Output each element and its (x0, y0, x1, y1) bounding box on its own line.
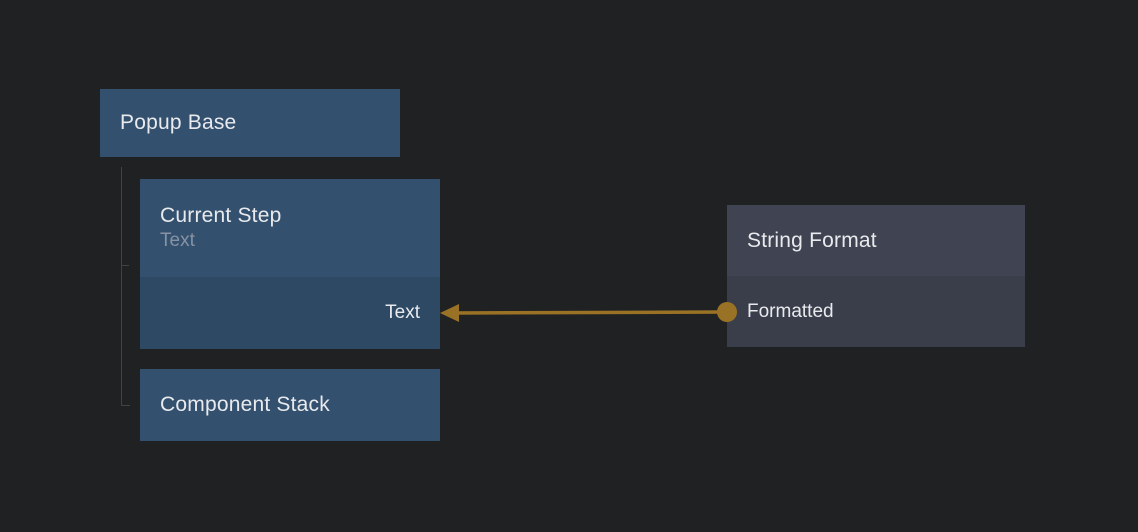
node-component-stack-title: Component Stack (160, 393, 330, 416)
node-current-step-ports: Text (140, 277, 440, 349)
node-string-format[interactable]: String Format Formatted (727, 205, 1025, 347)
port-text-input[interactable]: Text (385, 302, 420, 323)
node-current-step-header[interactable]: Current Step Text (140, 179, 440, 277)
node-popup-base[interactable]: Popup Base (100, 89, 400, 157)
node-component-stack[interactable]: Component Stack (140, 369, 440, 441)
connection-arrowhead-icon (440, 304, 459, 322)
node-string-format-header[interactable]: String Format (727, 205, 1025, 276)
port-formatted-output[interactable]: Formatted (747, 300, 834, 322)
tree-connector-vertical-line (121, 167, 122, 405)
node-current-step-title: Current Step (160, 204, 282, 227)
connection-wire[interactable] (454, 310, 728, 315)
tree-connector-elbow-component-stack (121, 405, 130, 406)
tree-connector-tick-current-step (121, 265, 129, 266)
node-popup-base-title: Popup Base (120, 111, 237, 134)
node-string-format-title: String Format (747, 228, 877, 252)
node-current-step[interactable]: Current Step Text Text (140, 179, 440, 349)
node-string-format-ports: Formatted (727, 276, 1025, 347)
node-current-step-subtitle: Text (160, 230, 195, 251)
